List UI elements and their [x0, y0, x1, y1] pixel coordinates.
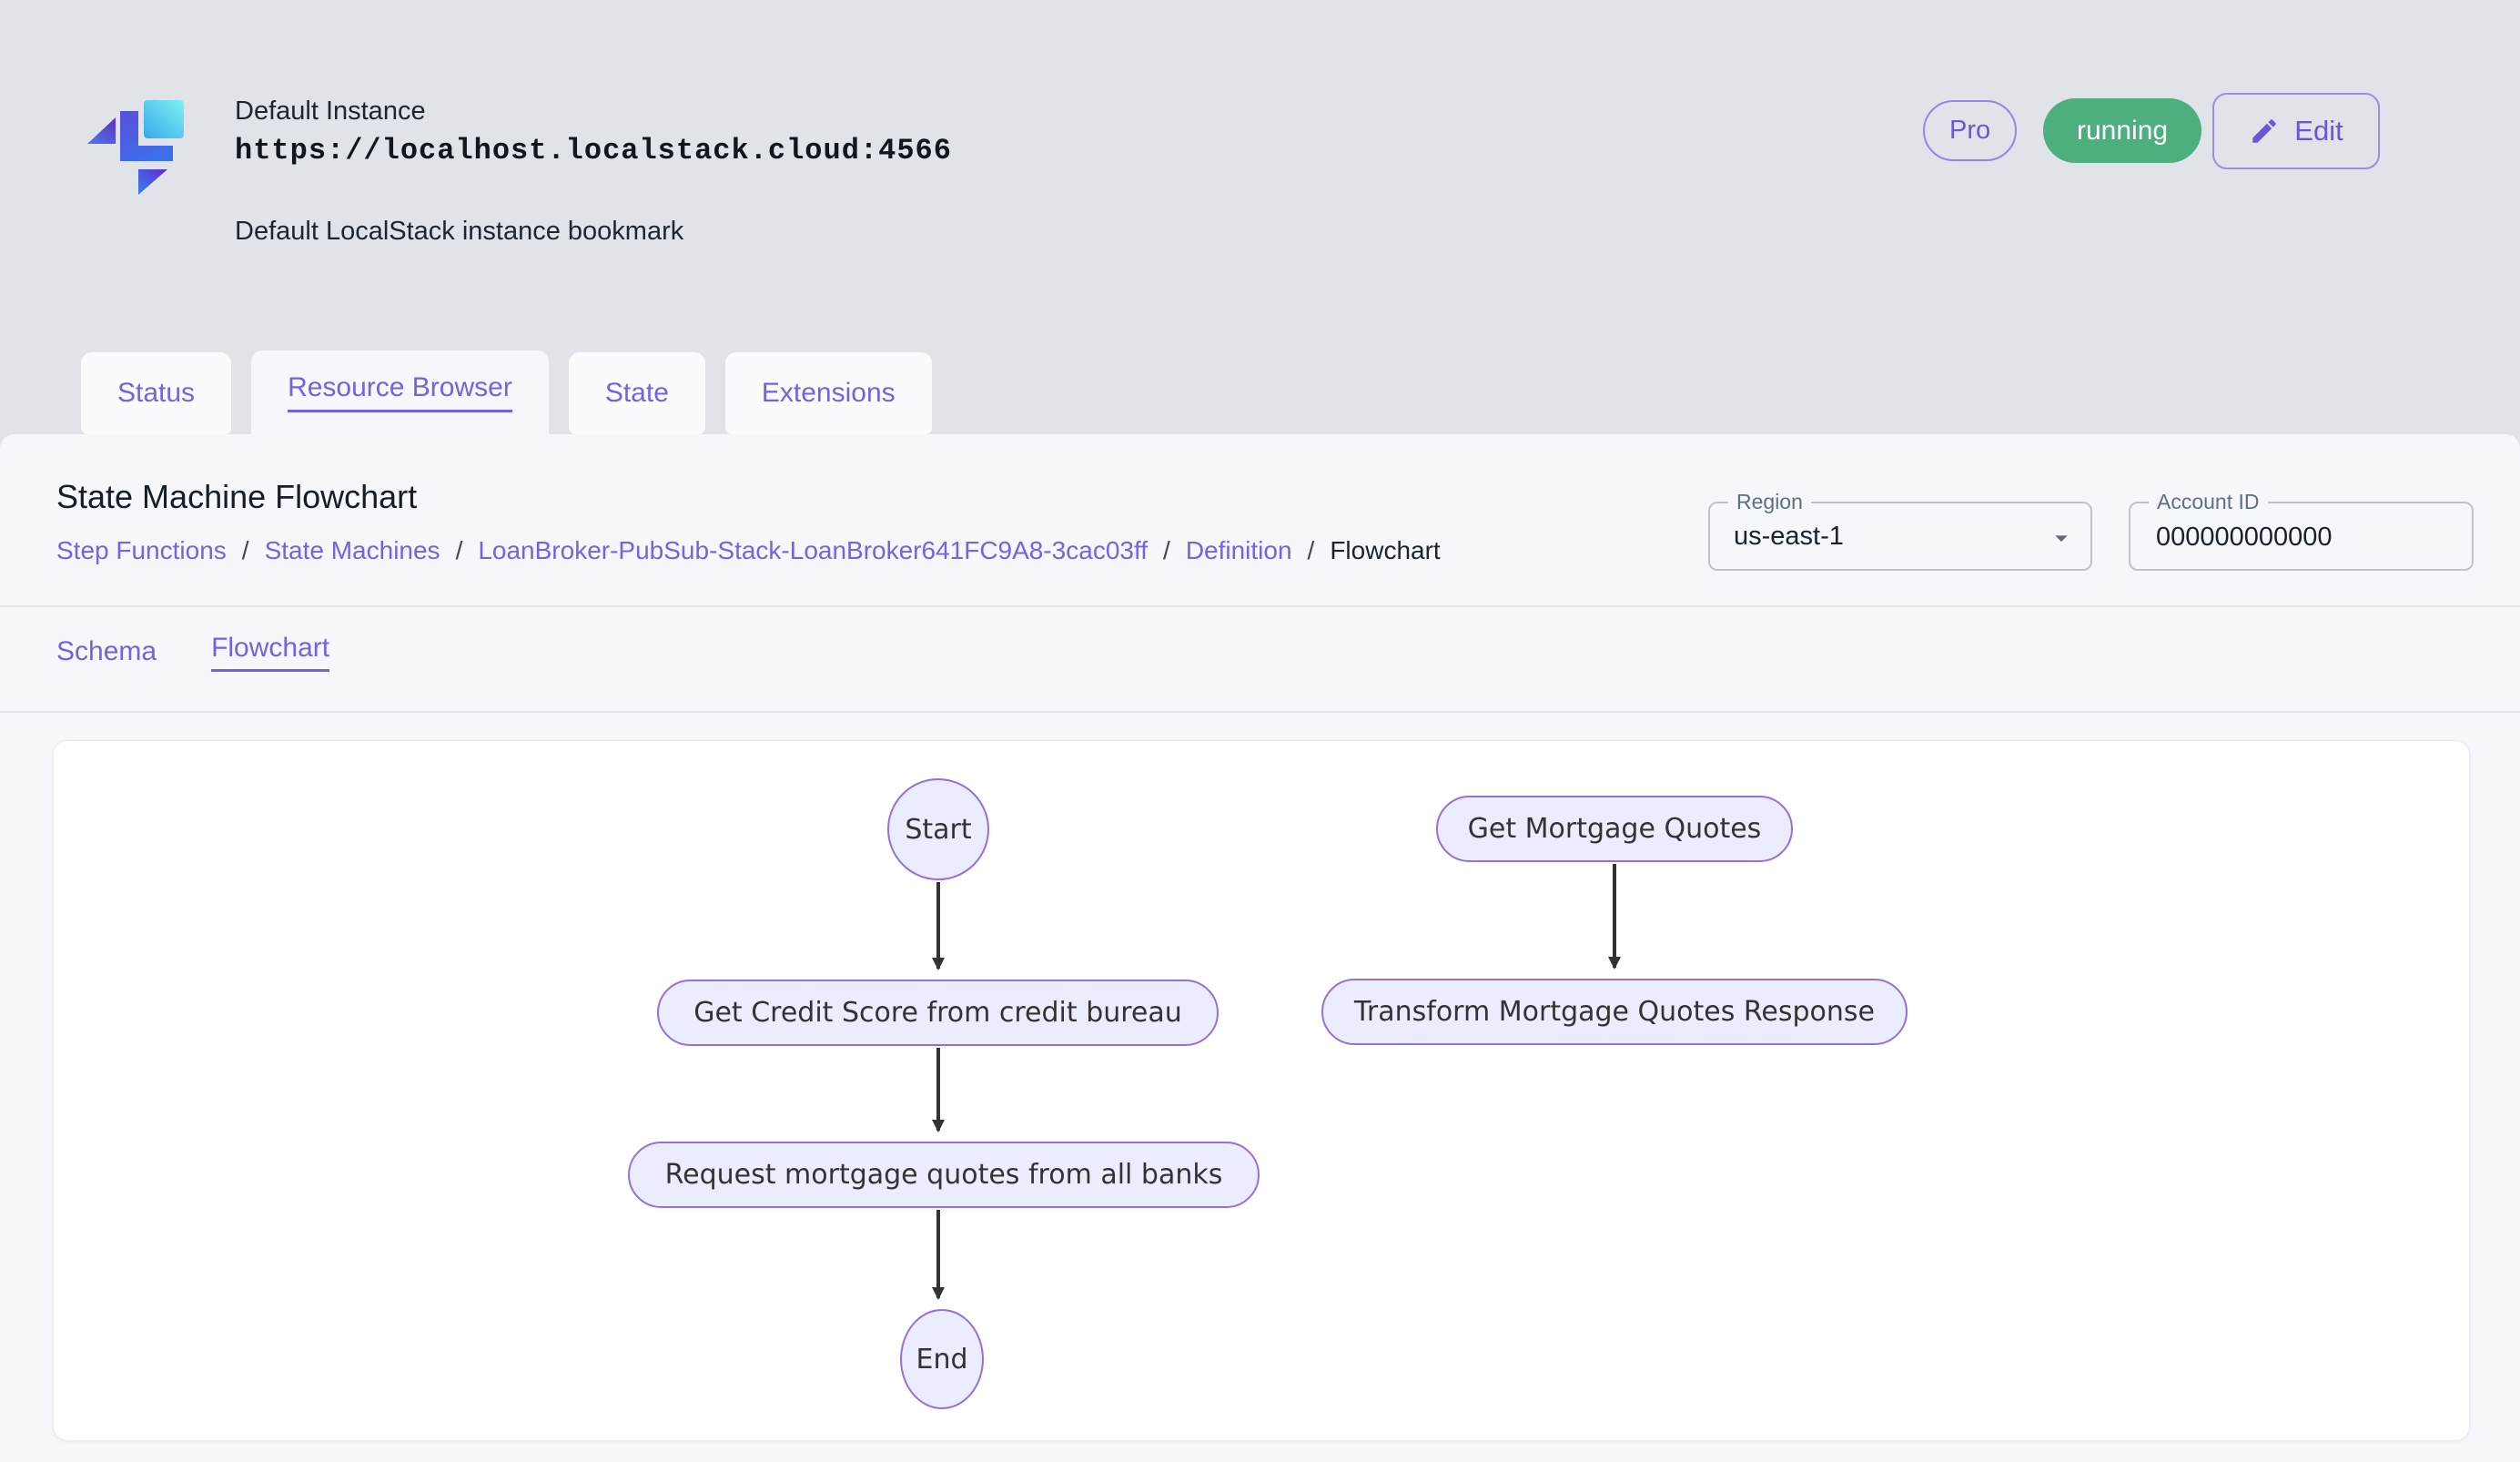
flowchart-card: Start Get Credit Score from credit burea…: [53, 740, 2470, 1441]
flow-node-end: End: [900, 1309, 984, 1409]
breadcrumb-current: Flowchart: [1330, 536, 1441, 564]
breadcrumb-step-functions[interactable]: Step Functions: [56, 536, 227, 564]
breadcrumb-separator: /: [241, 536, 249, 564]
account-id-input[interactable]: [2154, 513, 2449, 562]
flow-node-get-credit-score: Get Credit Score from credit bureau: [657, 980, 1219, 1046]
tab-state[interactable]: State: [568, 352, 705, 434]
breadcrumb-state-machine-id[interactable]: LoanBroker-PubSub-Stack-LoanBroker641FC9…: [478, 536, 1149, 564]
flow-node-transform-response: Transform Mortgage Quotes Response: [1321, 979, 1908, 1045]
page-title: State Machine Flowchart: [56, 478, 418, 515]
region-select[interactable]: Region us-east-1: [1708, 490, 2092, 571]
flow-node-get-mortgage-quotes: Get Mortgage Quotes: [1436, 796, 1793, 862]
region-select-value: us-east-1: [1734, 522, 1844, 551]
instance-name: Default Instance: [235, 96, 426, 126]
localstack-logo-icon: [87, 100, 184, 195]
tab-resource-browser[interactable]: Resource Browser: [251, 350, 549, 434]
instance-url: https://localhost.localstack.cloud:4566: [235, 134, 952, 168]
region-select-label: Region: [1728, 490, 1811, 513]
breadcrumb: Step Functions / State Machines / LoanBr…: [56, 536, 1441, 565]
breadcrumb-separator: /: [455, 536, 463, 564]
breadcrumb-definition[interactable]: Definition: [1185, 536, 1292, 564]
pro-badge: Pro: [1923, 100, 2018, 161]
breadcrumb-separator: /: [1307, 536, 1315, 564]
account-id-field-wrapper: Account ID: [2129, 490, 2474, 571]
subtab-flowchart[interactable]: Flowchart: [211, 633, 330, 672]
edit-button[interactable]: Edit: [2212, 93, 2380, 169]
definition-sub-tabs: Schema Flowchart: [56, 622, 330, 682]
chevron-down-icon: [2055, 535, 2068, 542]
divider: [0, 605, 2520, 607]
status-badge: running: [2043, 98, 2202, 163]
account-id-label: Account ID: [2149, 490, 2268, 513]
breadcrumb-separator: /: [1163, 536, 1170, 564]
pencil-icon: [2252, 119, 2277, 143]
flow-node-request-quotes: Request mortgage quotes from all banks: [628, 1142, 1260, 1208]
instance-header: Default Instance https://localhost.local…: [0, 0, 2520, 434]
state-machine-flowchart: Start Get Credit Score from credit burea…: [54, 741, 2469, 1440]
breadcrumb-state-machines[interactable]: State Machines: [264, 536, 440, 564]
divider: [0, 711, 2520, 713]
instance-description: Default LocalStack instance bookmark: [235, 217, 684, 246]
resource-browser-panel: State Machine Flowchart Step Functions /…: [0, 434, 2520, 1462]
tab-status[interactable]: Status: [81, 352, 232, 434]
tab-extensions[interactable]: Extensions: [724, 352, 932, 434]
flow-node-start: Start: [887, 778, 989, 880]
subtab-schema[interactable]: Schema: [56, 636, 157, 666]
flow-edges: [932, 864, 1621, 1300]
main-tab-bar: Status Resource Browser State Extensions: [81, 350, 932, 434]
edit-button-label: Edit: [2294, 115, 2343, 147]
